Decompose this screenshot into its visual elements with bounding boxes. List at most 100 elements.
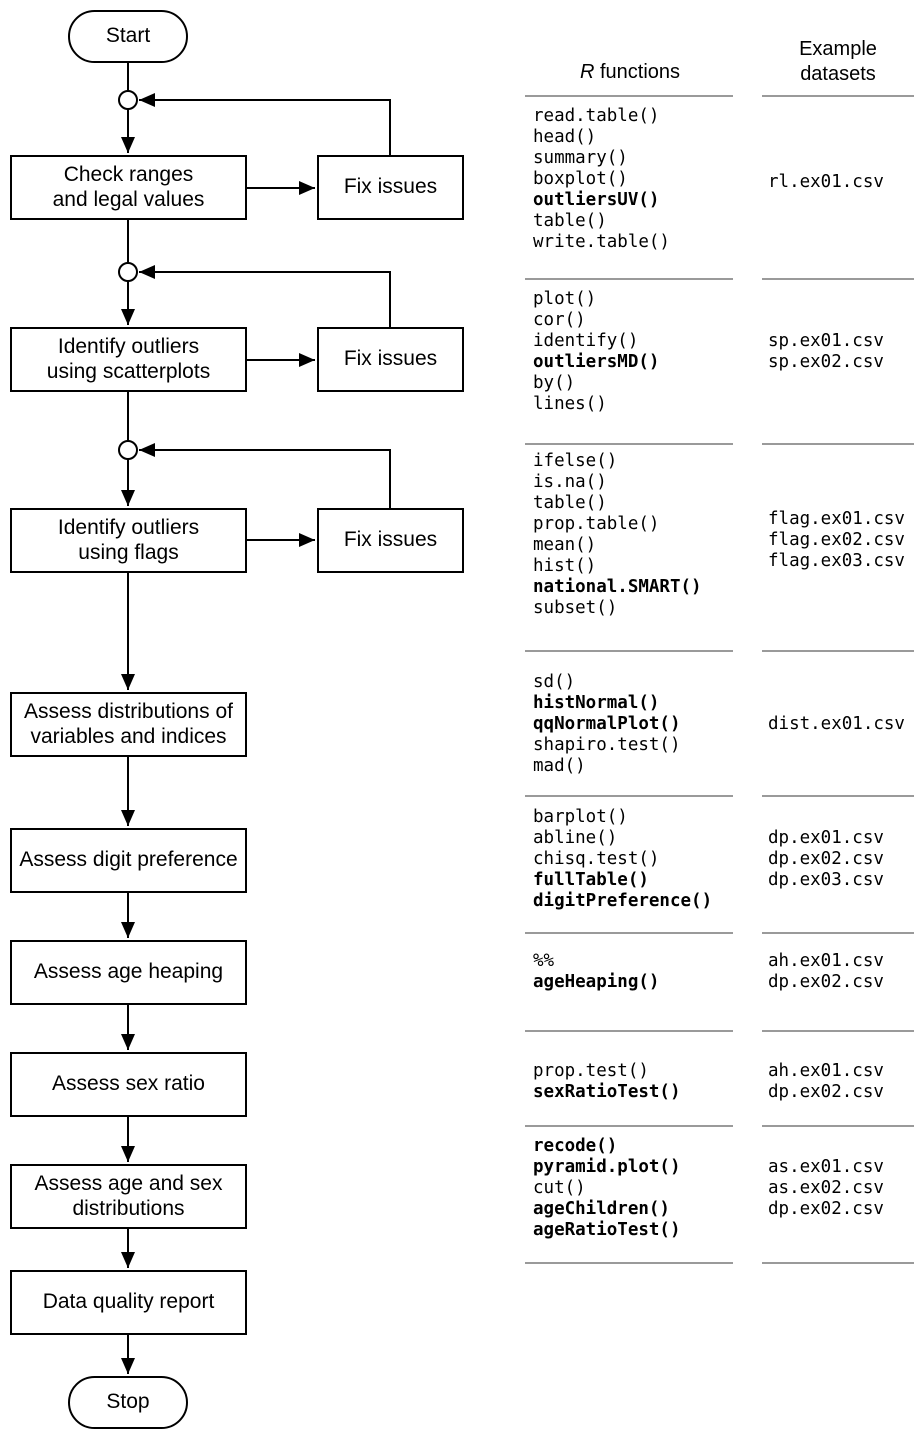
r-function-group: sd()histNormal()qqNormalPlot()shapiro.te… [533,672,681,777]
junction-circle-1 [118,90,138,110]
r-function-group: plot()cor()identify()outliersMD()by()lin… [533,289,659,415]
r-function-name: head() [533,127,597,147]
r-function-name: lines() [533,394,607,414]
divider-line [762,1262,914,1264]
r-function-group: ifelse()is.na()table()prop.table()mean()… [533,451,702,619]
divider-line [762,650,914,652]
r-function-group: read.table()head()summary()boxplot()outl… [533,106,670,253]
divider-line [525,1262,733,1264]
r-function-group: %%ageHeaping() [533,951,659,993]
r-functions-header-rest: functions [594,61,681,83]
divider-line [762,1030,914,1032]
step-age-heaping: Assess age heaping [10,940,247,1005]
dataset-file-name: rl.ex01.csv [768,172,884,192]
r-function-name: ageRatioTest() [533,1220,681,1240]
r-function-name: ageChildren() [533,1199,670,1219]
fix-issues-box-3: Fix issues [317,508,464,573]
r-function-name: read.table() [533,106,660,126]
r-function-name: ageHeaping() [533,972,660,992]
step-age-sex-distributions: Assess age and sex distributions [10,1164,247,1229]
r-function-name: recode() [533,1136,618,1156]
junction-circle-2 [118,262,138,282]
divider-line [525,795,733,797]
dataset-file-name: ah.ex01.csv [768,951,884,971]
dataset-file-name: dp.ex02.csv [768,972,884,992]
r-function-group: barplot()abline()chisq.test()fullTable()… [533,807,712,912]
dataset-file-name: dp.ex03.csv [768,870,884,890]
divider-line [762,932,914,934]
flow-connectors [118,62,391,1374]
r-function-name: is.na() [533,472,607,492]
divider-line [525,95,733,97]
divider-line [762,95,914,97]
r-function-name: %% [533,951,555,971]
divider-line [525,932,733,934]
dataset-file-name: dp.ex02.csv [768,1199,884,1219]
step-outliers-flags: Identify outliers using flags [10,508,247,573]
r-function-name: fullTable() [533,870,649,890]
dataset-file-name: flag.ex01.csv [768,509,905,529]
example-datasets-header: Example datasets [799,38,877,85]
r-function-name: shapiro.test() [533,735,681,755]
r-function-name: sexRatioTest() [533,1082,681,1102]
r-function-name: digitPreference() [533,891,713,911]
r-function-name: hist() [533,556,597,576]
r-function-name: table() [533,493,607,513]
edge-fix3-feedback [139,443,391,508]
r-function-group: recode()pyramid.plot()cut()ageChildren()… [533,1136,681,1241]
dataset-file-name: as.ex01.csv [768,1157,884,1177]
dataset-file-name: ah.ex01.csv [768,1061,884,1081]
r-function-name: histNormal() [533,693,660,713]
r-function-name: mean() [533,535,597,555]
fix-issues-box-1: Fix issues [317,155,464,220]
step-outliers-scatterplots: Identify outliers using scatterplots [10,327,247,392]
r-function-name: plot() [533,289,597,309]
step-data-quality-report: Data quality report [10,1270,247,1335]
r-function-name: chisq.test() [533,849,660,869]
r-function-name: ifelse() [533,451,618,471]
dataset-file-name: sp.ex02.csv [768,352,884,372]
stop-node: Stop [68,1376,188,1429]
r-function-name: table() [533,211,607,231]
r-function-name: prop.test() [533,1061,649,1081]
edge-fix1-feedback [139,93,391,155]
step-digit-preference: Assess digit preference [10,828,247,893]
r-function-name: cut() [533,1178,586,1198]
step-check-ranges: Check ranges and legal values [10,155,247,220]
r-function-name: summary() [533,148,628,168]
r-function-name: write.table() [533,232,670,252]
r-function-name: outliersMD() [533,352,660,372]
start-node: Start [68,10,188,63]
r-function-name: qqNormalPlot() [533,714,681,734]
dataset-group: rl.ex01.csv [768,172,884,193]
r-function-name: identify() [533,331,639,351]
r-function-name: pyramid.plot() [533,1157,681,1177]
divider-line [525,650,733,652]
dataset-file-name: flag.ex03.csv [768,551,905,571]
r-function-name: outliersUV() [533,190,660,210]
r-function-name: abline() [533,828,618,848]
divider-line [762,795,914,797]
r-function-name: barplot() [533,807,628,827]
dataset-file-name: as.ex02.csv [768,1178,884,1198]
r-function-name: cor() [533,310,586,330]
r-function-name: national.SMART() [533,577,702,597]
edge-fix2-feedback [139,265,391,327]
step-assess-distributions: Assess distributions of variables and in… [10,692,247,757]
dataset-file-name: dist.ex01.csv [768,714,905,734]
divider-line [762,1125,914,1127]
fix-issues-box-2: Fix issues [317,327,464,392]
dataset-file-name: dp.ex02.csv [768,849,884,869]
divider-line [525,443,733,445]
dataset-file-name: dp.ex02.csv [768,1082,884,1102]
r-function-name: by() [533,373,576,393]
step-sex-ratio: Assess sex ratio [10,1052,247,1117]
dataset-group: dist.ex01.csv [768,714,905,735]
